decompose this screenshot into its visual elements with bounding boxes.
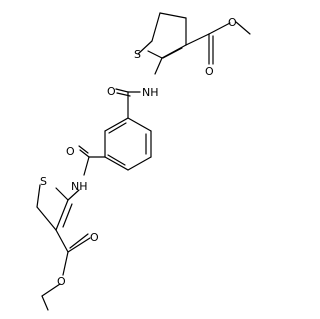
bottom-amide-link bbox=[67, 145, 106, 201]
nh-atom-bottom: NH bbox=[71, 180, 88, 193]
o-ester-carbonyl-bottom: O bbox=[90, 231, 99, 244]
benzene-ring bbox=[104, 117, 152, 171]
top-dihydrothiophene-ring bbox=[137, 12, 187, 59]
s-atom-top: S bbox=[134, 48, 141, 61]
top-amide-link bbox=[115, 57, 163, 119]
nh-atom-top: NH bbox=[142, 86, 159, 99]
o-ester-ether-top: O bbox=[228, 16, 237, 29]
bottom-dihydrothiophene-ring bbox=[36, 184, 73, 231]
o-ester-ether-bottom: O bbox=[57, 275, 66, 288]
o-ester-carbonyl-top: O bbox=[205, 65, 214, 78]
o-amide-bottom: O bbox=[66, 145, 75, 158]
structure-diagram: S O O NH O O NH bbox=[36, 12, 251, 311]
bottom-ester-group bbox=[41, 229, 91, 311]
top-ester-group bbox=[185, 21, 251, 65]
s-atom-bottom: S bbox=[40, 175, 47, 188]
o-amide-top: O bbox=[107, 85, 116, 98]
